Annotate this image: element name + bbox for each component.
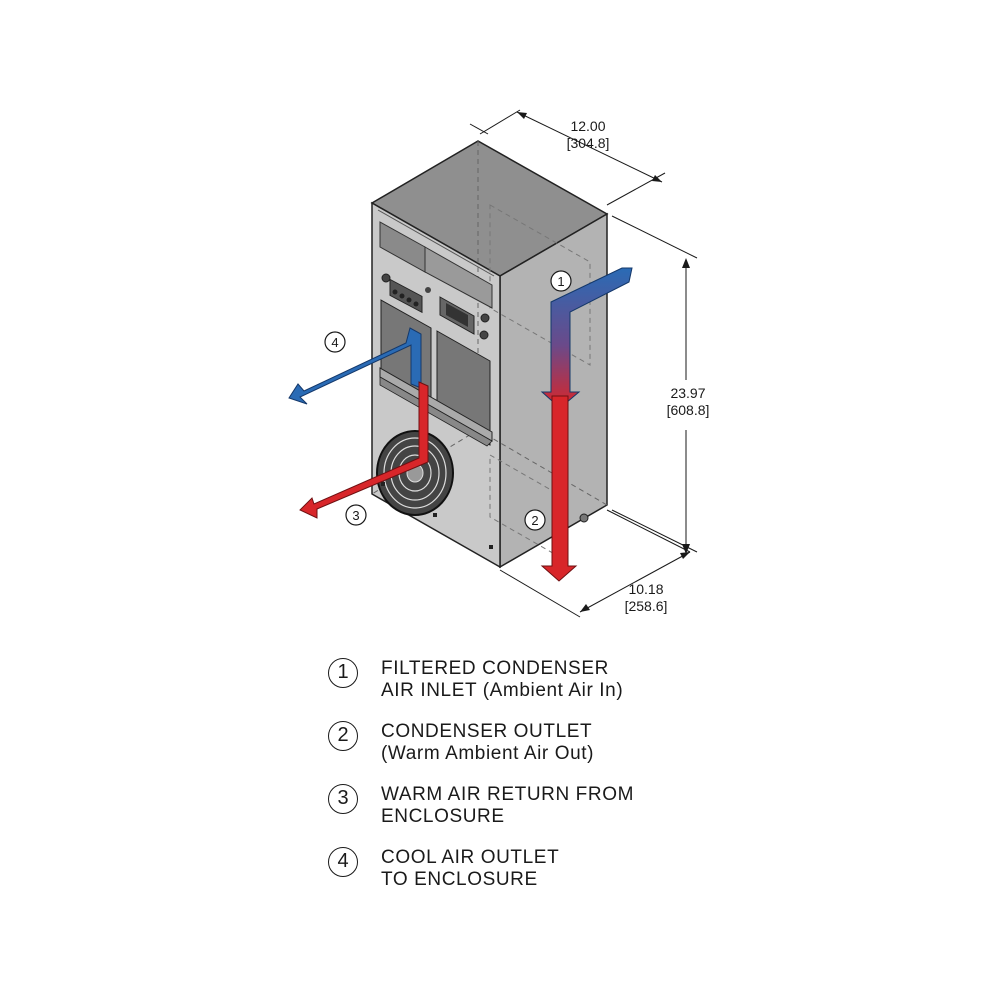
width-dimension: 10.18: [628, 581, 663, 597]
svg-text:4: 4: [331, 335, 338, 350]
legend-line: TO ENCLOSURE: [381, 869, 538, 890]
arrow-condenser-outlet: [540, 395, 578, 582]
legend-line: COOL AIR OUTLET: [381, 847, 560, 868]
depth-dimension-metric: [304.8]: [567, 135, 610, 151]
dimension-lines: [469, 109, 698, 618]
gland-icon: [381, 273, 391, 283]
legend-number: 2: [328, 721, 358, 751]
height-dimension-metric: [608.8]: [667, 402, 710, 418]
terminal-block: [389, 278, 423, 314]
svg-text:1: 1: [557, 274, 564, 289]
svg-text:3: 3: [352, 508, 359, 523]
depth-dimension: 12.00: [570, 118, 605, 134]
legend-item-4: 4 COOL AIR OUTLET TO ENCLOSURE: [328, 845, 888, 891]
width-dimension-metric: [258.6]: [625, 598, 668, 614]
airflow-arrows: [288, 267, 633, 582]
legend-line: (Warm Ambient Air Out): [381, 743, 595, 764]
legend-line: CONDENSER OUTLET: [381, 721, 593, 742]
controller-display: [446, 303, 468, 327]
legend-line: WARM AIR RETURN FROM: [381, 784, 635, 805]
fan-guard-icon: [376, 430, 454, 516]
legend-number: 4: [328, 847, 358, 877]
arrow-cool-outlet: [288, 327, 422, 405]
legend-item-1: 1 FILTERED CONDENSER AIR INLET (Ambient …: [328, 656, 888, 702]
front-panel: [376, 221, 589, 549]
callout-1: 1: [550, 270, 572, 292]
legend: 1 FILTERED CONDENSER AIR INLET (Ambient …: [328, 656, 888, 908]
callout-3: 3: [345, 504, 367, 526]
legend-line: FILTERED CONDENSER: [381, 658, 609, 679]
legend-number: 3: [328, 784, 358, 814]
legend-line: ENCLOSURE: [381, 806, 505, 827]
legend-item-3: 3 WARM AIR RETURN FROM ENCLOSURE: [328, 782, 888, 828]
air-conditioner-diagram: 12.00 [304.8] 23.97 [608.8] 10.18 [258.6…: [288, 109, 710, 618]
legend-text: CONDENSER OUTLET (Warm Ambient Air Out): [381, 721, 594, 765]
legend-item-2: 2 CONDENSER OUTLET (Warm Ambient Air Out…: [328, 719, 888, 765]
callout-4: 4: [324, 331, 346, 353]
legend-line: AIR INLET (Ambient Air In): [381, 680, 624, 701]
svg-text:2: 2: [531, 513, 538, 528]
legend-number: 1: [328, 658, 358, 688]
legend-text: WARM AIR RETURN FROM ENCLOSURE: [381, 784, 634, 828]
legend-text: FILTERED CONDENSER AIR INLET (Ambient Ai…: [381, 658, 623, 702]
dimension-labels: 12.00 [304.8] 23.97 [608.8] 10.18 [258.6…: [567, 118, 710, 614]
callout-2: 2: [524, 509, 546, 531]
dimension-arrowheads: [517, 112, 690, 612]
arrow-warm-return: [299, 381, 429, 519]
drain-fitting: [579, 513, 589, 523]
height-dimension: 23.97: [670, 385, 705, 401]
legend-text: COOL AIR OUTLET TO ENCLOSURE: [381, 847, 559, 891]
